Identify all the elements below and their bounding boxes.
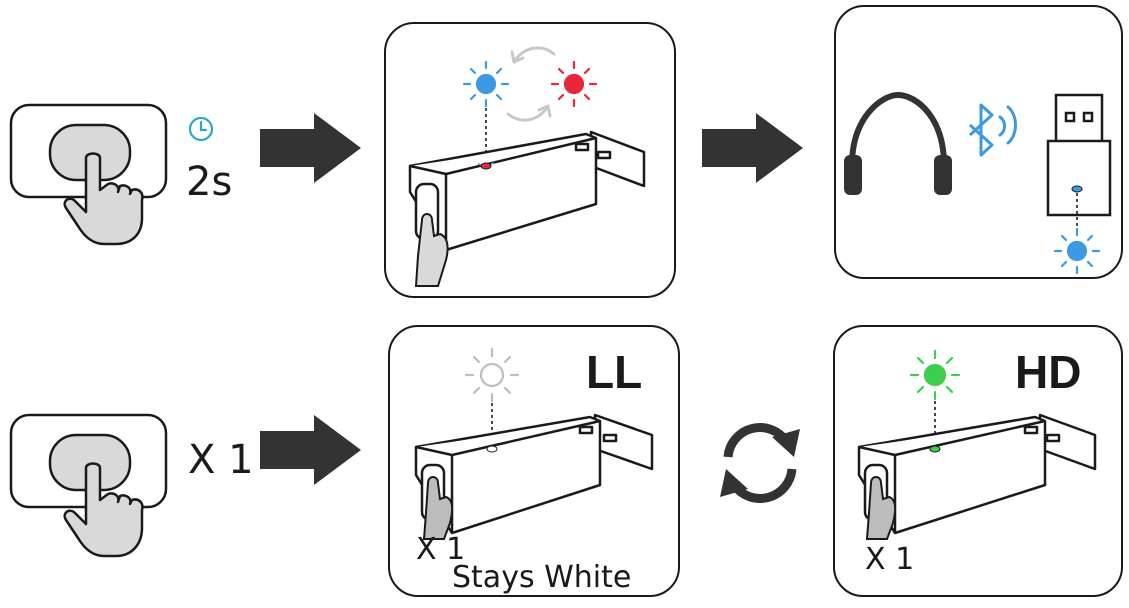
hd-press-count: X 1 [865,542,915,577]
signal-waves-icon [998,105,1017,145]
long-press-button-illustration [8,100,178,250]
right-arrow-icon [258,113,363,183]
headphones-icon [849,91,947,168]
finger-icon [422,476,454,540]
status-led-icon [477,162,495,170]
white-light-icon [464,347,520,403]
press-duration-label: 2s [186,159,233,205]
ll-status-text: Stays White [452,560,632,595]
toggle-cycle-icon [708,415,812,510]
finger-icon [865,476,897,540]
ll-mode-panel: LL X 1 Stays White [388,325,680,597]
blue-light-icon [1053,227,1101,275]
usb-dongle-illustration [408,130,646,252]
press-count-label: X 1 [188,437,254,483]
usb-dongle-illustration [857,413,1097,535]
finger-icon [414,213,449,287]
right-arrow-icon [258,415,363,485]
ll-press-count: X 1 [416,532,466,567]
red-light-icon [550,60,598,108]
bluetooth-connected-panel [834,5,1123,279]
single-press-button-illustration [8,410,178,565]
green-light-icon [909,349,961,401]
ll-mode-label: LL [586,346,643,398]
blue-light-icon [462,60,510,108]
right-arrow-icon [700,113,805,183]
hd-mode-panel: HD X 1 [833,325,1123,597]
pointing-hand-icon [63,462,144,558]
pointing-hand-icon [63,152,144,246]
usb-dongle-illustration [414,413,654,535]
alternate-arrows-icon [506,46,556,122]
hd-mode-label: HD [1015,346,1082,398]
usb-receiver-illustration [1046,93,1112,217]
clock-icon [187,115,215,143]
pairing-mode-panel [384,22,676,298]
bluetooth-icon [968,103,994,157]
